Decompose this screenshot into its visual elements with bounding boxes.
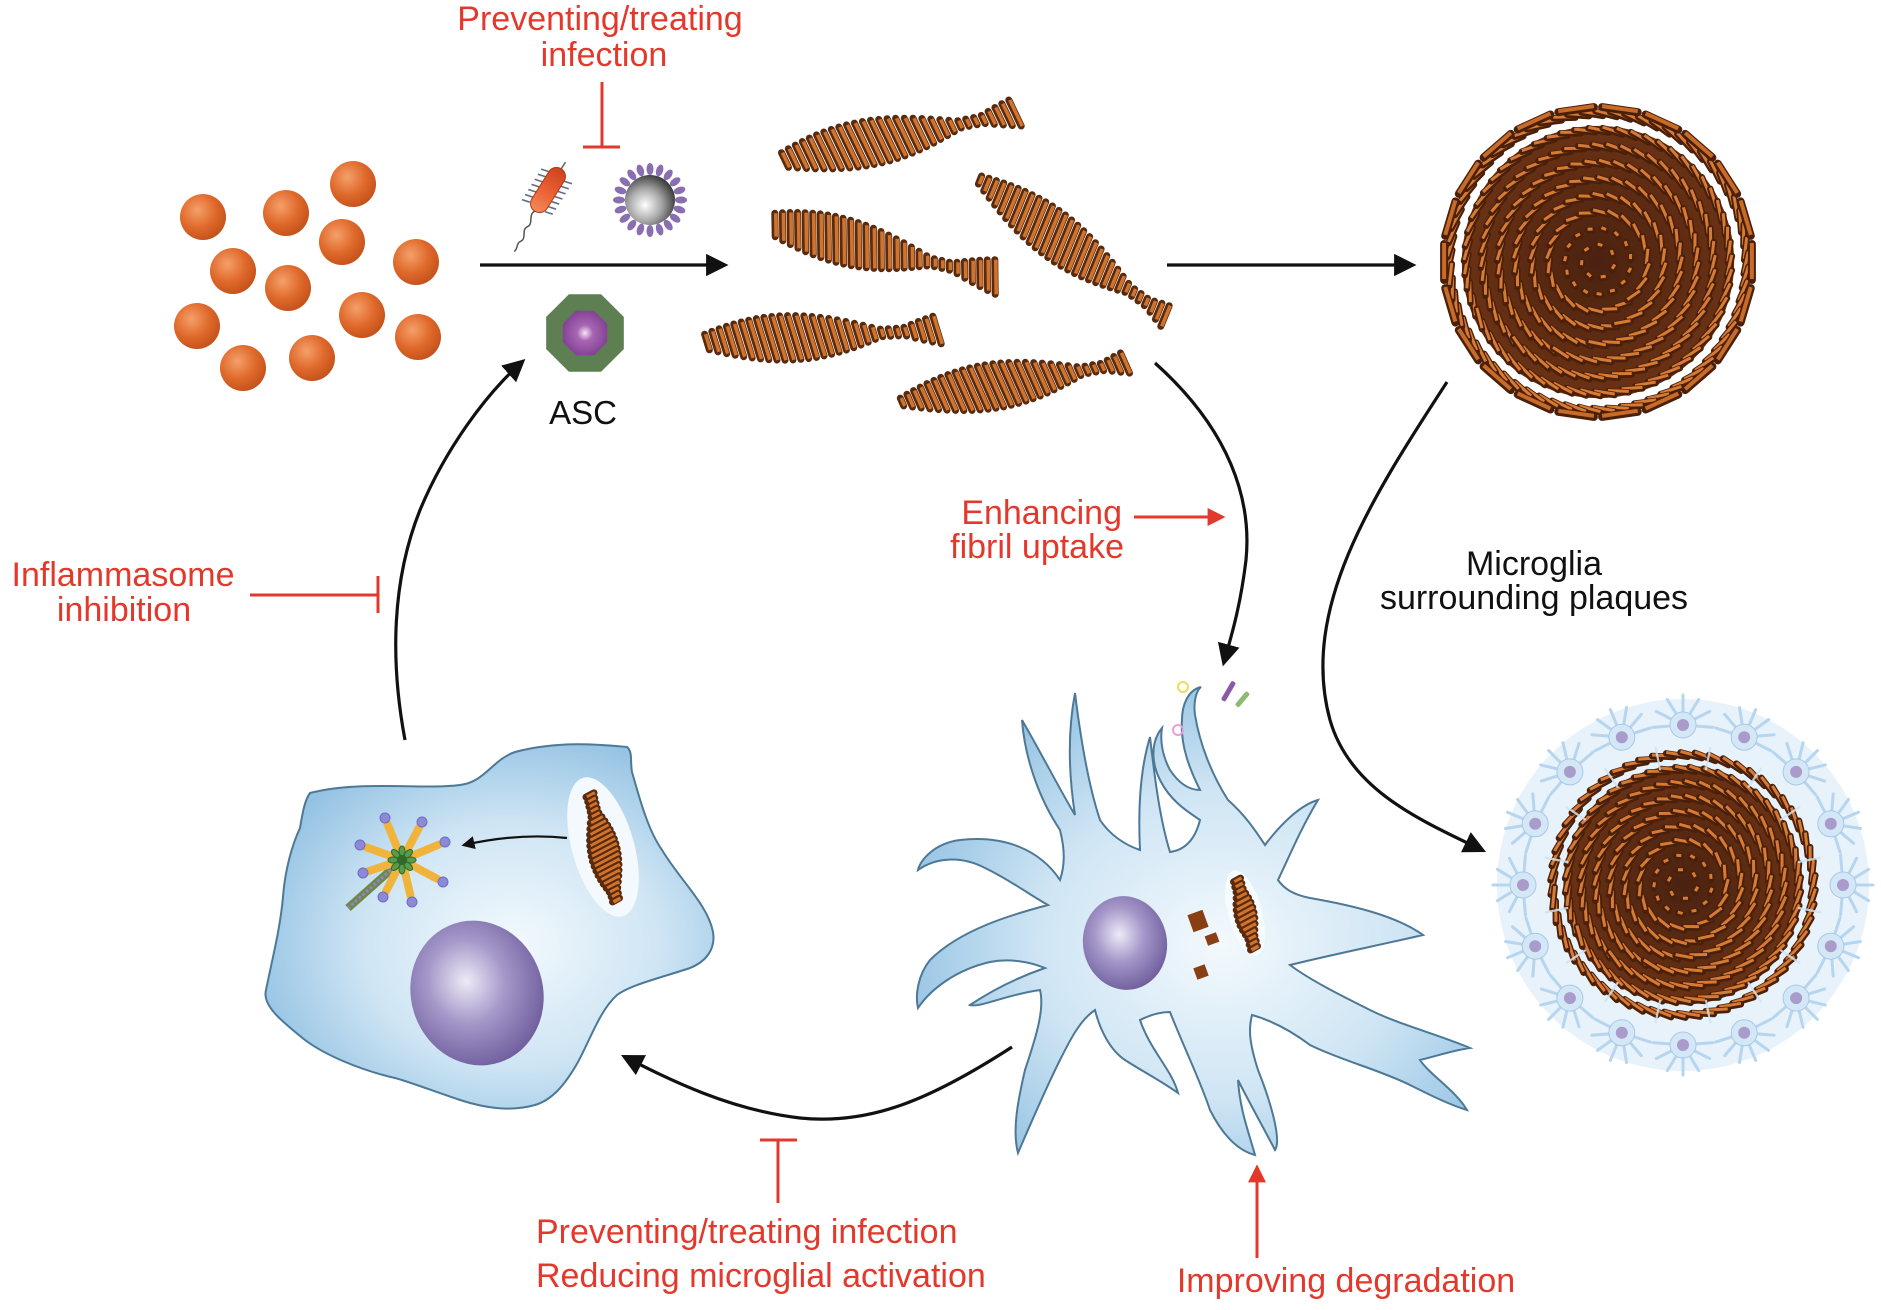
fibril xyxy=(1230,874,1261,954)
monomer-sphere xyxy=(220,345,266,391)
surrounding-microglia xyxy=(1815,916,1862,978)
surrounding-microglia xyxy=(1590,706,1652,753)
surrounding-microglia xyxy=(1504,792,1551,854)
monomer-sphere xyxy=(180,194,226,240)
amyloid-plaque xyxy=(1440,103,1756,421)
amyloid-monomers xyxy=(174,161,441,391)
inhibit-bar-inflammasome xyxy=(250,576,380,613)
microglia-cell xyxy=(915,681,1474,1157)
asc-spoke xyxy=(408,840,443,860)
plaque-core xyxy=(1440,103,1756,421)
fibril xyxy=(778,96,1025,173)
monomer-sphere xyxy=(265,265,311,311)
intervention-inflammasome: Inflammasome inhibition xyxy=(12,556,380,629)
label-surrounding-plaques: surrounding plaques xyxy=(1380,579,1688,617)
asc-spoke xyxy=(364,859,397,875)
surrounding-microglia xyxy=(1590,1017,1652,1064)
asc-spoke xyxy=(383,820,402,854)
surrounding-microglia xyxy=(1771,973,1827,1029)
monomer-sphere xyxy=(393,239,439,285)
label-improving-degradation: Improving degradation xyxy=(1177,1262,1515,1300)
asc-spoke xyxy=(408,861,441,883)
activated-microglia-cell xyxy=(264,743,715,1110)
surrounding-microglia xyxy=(1771,741,1827,797)
intervention-degradation: Improving degradation xyxy=(1177,1164,1515,1300)
pathogen-fragments xyxy=(1172,681,1250,736)
asc-spoke xyxy=(400,866,415,900)
monomer-sphere xyxy=(339,292,385,338)
label-inflammasome: Inflammasome xyxy=(12,556,235,594)
label-fibril-uptake: fibril uptake xyxy=(950,528,1124,566)
intervention-bottom: Preventing/treating infection Reducing m… xyxy=(536,1138,986,1295)
surrounding-microglia xyxy=(1539,973,1595,1029)
label-enhancing: Enhancing xyxy=(961,494,1122,532)
plaque-with-microglia xyxy=(1491,693,1875,1077)
fibril xyxy=(701,312,945,364)
surrounding-microglia xyxy=(1815,792,1862,854)
fibril xyxy=(896,349,1133,414)
monomer-sphere xyxy=(330,161,376,207)
arrow-microglia-to-activated xyxy=(621,1045,1013,1121)
asc-spoke xyxy=(381,865,402,896)
nucleus xyxy=(410,920,544,1066)
internalized-fibril xyxy=(582,789,623,906)
surrounding-microglia xyxy=(1714,706,1776,753)
intervention-uptake: Enhancing fibril uptake xyxy=(950,494,1226,566)
label-inhibition: inhibition xyxy=(57,591,191,629)
fibril xyxy=(582,789,623,906)
surrounding-microglia xyxy=(1504,916,1551,978)
internalized-fibril xyxy=(1230,874,1261,954)
monomer-sphere xyxy=(289,335,335,381)
amyloid-fibrils xyxy=(701,96,1173,414)
arrow-fibril-to-speck xyxy=(461,835,568,850)
bacterium-icon xyxy=(513,161,573,253)
virus-icon xyxy=(613,163,687,237)
surrounding-microglia xyxy=(1651,1031,1715,1077)
asc-spoke xyxy=(403,823,423,855)
surrounding-microglia xyxy=(1651,693,1715,739)
monomer-sphere xyxy=(263,190,309,236)
label-reducing-microglial-activation: Reducing microglial activation xyxy=(536,1257,986,1295)
arrow-inflammasome-to-asc xyxy=(394,359,526,741)
asc-spoke xyxy=(362,843,396,861)
label-infection: infection xyxy=(541,36,668,74)
label-asc: ASC xyxy=(549,394,617,431)
asc-icon xyxy=(546,294,624,372)
arrow-fibril-to-microglia xyxy=(1153,361,1249,667)
monomer-sphere xyxy=(319,219,365,265)
fibril-fragments xyxy=(1187,909,1220,980)
fibril xyxy=(974,172,1173,330)
fibril xyxy=(771,209,999,298)
microglia-nucleus xyxy=(1082,896,1168,990)
surrounding-microglia xyxy=(1491,853,1537,917)
label-microglia: Microglia xyxy=(1466,545,1602,583)
label-preventing-treating: Preventing/treating xyxy=(457,0,742,38)
surrounding-microglia xyxy=(1829,853,1875,917)
inhibit-bar-bottom xyxy=(760,1138,797,1203)
microglia-processes xyxy=(1544,746,1822,1024)
monomer-sphere xyxy=(174,303,220,349)
label-preventing-treating-infection: Preventing/treating infection xyxy=(536,1213,957,1251)
surrounding-microglia xyxy=(1539,741,1595,797)
monomer-sphere xyxy=(395,314,441,360)
asc-speck-icon xyxy=(345,812,451,911)
intervention-top: Preventing/treating infection xyxy=(457,0,743,149)
monomer-sphere xyxy=(210,248,256,294)
arrow-plaque-to-microglia-plaque xyxy=(1321,381,1487,853)
inhibit-bar-top xyxy=(583,82,620,149)
plaque-core xyxy=(1547,749,1819,1021)
surrounding-microglia xyxy=(1714,1017,1776,1064)
